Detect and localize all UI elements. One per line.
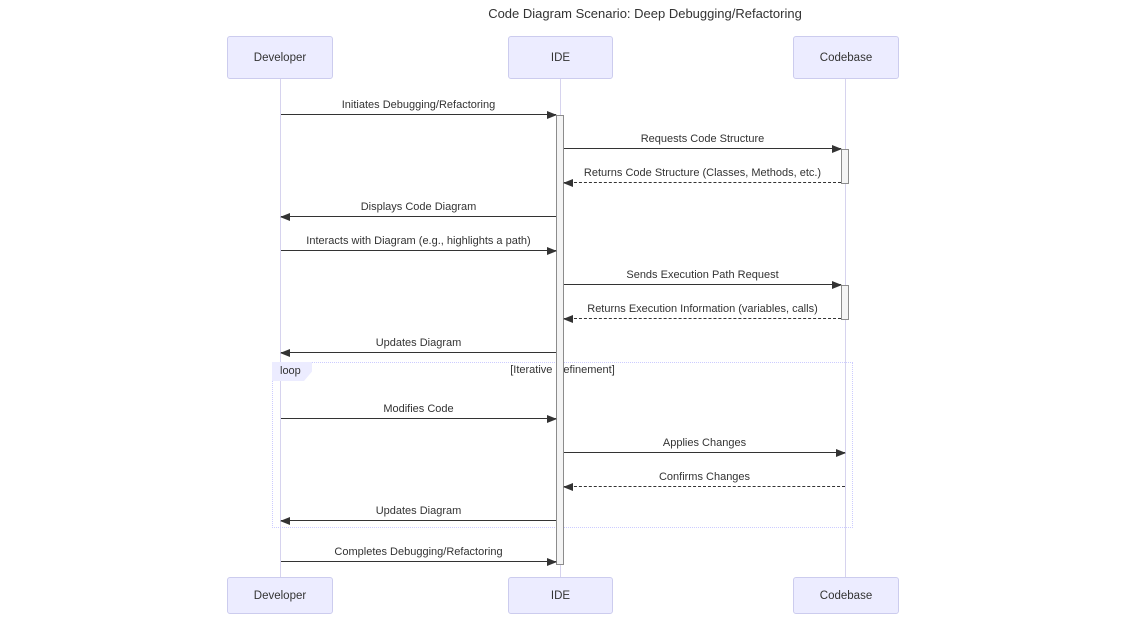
arrow-line xyxy=(564,449,846,457)
message-interacts-with-diagram: Interacts with Diagram (e.g., highlights… xyxy=(281,233,557,255)
arrowhead-right-icon xyxy=(547,247,557,255)
message-initiates-debugging: Initiates Debugging/Refactoring xyxy=(281,97,557,119)
arrow-line xyxy=(280,213,556,221)
actor-ide-bottom: IDE xyxy=(508,577,613,614)
arrowhead-left-icon xyxy=(563,483,573,491)
message-label: Applies Changes xyxy=(662,437,747,449)
arrow-line xyxy=(281,247,557,255)
message-confirms-changes: Confirms Changes xyxy=(563,469,845,491)
activation-bar-codebase-2 xyxy=(841,285,849,320)
arrow-line xyxy=(280,349,556,357)
message-label: Confirms Changes xyxy=(658,471,751,483)
message-label: Displays Code Diagram xyxy=(360,201,477,213)
message-modifies-code: Modifies Code xyxy=(281,401,557,423)
message-label: Initiates Debugging/Refactoring xyxy=(341,99,496,111)
arrow-line xyxy=(280,517,556,525)
message-updates-diagram-1: Updates Diagram xyxy=(280,335,556,357)
arrowhead-right-icon xyxy=(547,558,557,566)
message-label: Interacts with Diagram (e.g., highlights… xyxy=(306,235,531,247)
arrowhead-left-icon xyxy=(280,517,290,525)
message-updates-diagram-2: Updates Diagram xyxy=(280,503,556,525)
message-label: Returns Code Structure (Classes, Methods… xyxy=(583,167,822,179)
arrowhead-right-icon xyxy=(832,281,842,289)
arrowhead-right-icon xyxy=(832,145,842,153)
diagram-title: Code Diagram Scenario: Deep Debugging/Re… xyxy=(488,6,802,21)
message-returns-execution-info: Returns Execution Information (variables… xyxy=(563,301,841,323)
message-label: Updates Diagram xyxy=(375,337,462,349)
arrow-line xyxy=(281,415,557,423)
actor-ide-top: IDE xyxy=(508,36,613,79)
arrowhead-left-icon xyxy=(280,213,290,221)
lifeline-codebase xyxy=(845,79,846,577)
arrow-line-dashed xyxy=(563,179,841,187)
actor-codebase-bottom: Codebase xyxy=(793,577,899,614)
lifeline-developer xyxy=(280,79,281,577)
arrowhead-left-icon xyxy=(563,315,573,323)
arrow-line xyxy=(281,111,557,119)
arrow-line-dashed xyxy=(563,315,841,323)
arrowhead-left-icon xyxy=(563,179,573,187)
arrowhead-right-icon xyxy=(836,449,846,457)
arrowhead-right-icon xyxy=(547,415,557,423)
message-completes-debugging: Completes Debugging/Refactoring xyxy=(281,544,557,566)
arrow-line xyxy=(564,281,842,289)
message-label: Completes Debugging/Refactoring xyxy=(334,546,503,558)
arrowhead-right-icon xyxy=(547,111,557,119)
message-label: Sends Execution Path Request xyxy=(626,269,779,281)
actor-developer-top: Developer xyxy=(227,36,333,79)
message-label: Requests Code Structure xyxy=(640,133,765,145)
message-label: Updates Diagram xyxy=(375,505,462,517)
arrow-line xyxy=(564,145,842,153)
message-displays-code-diagram: Displays Code Diagram xyxy=(280,199,556,221)
activation-bar-codebase-1 xyxy=(841,149,849,184)
message-label: Returns Execution Information (variables… xyxy=(587,303,818,315)
message-applies-changes: Applies Changes xyxy=(564,435,846,457)
arrow-line-dashed xyxy=(563,483,845,491)
message-sends-execution-path: Sends Execution Path Request xyxy=(564,267,842,289)
arrow-line xyxy=(281,558,557,566)
actor-codebase-top: Codebase xyxy=(793,36,899,79)
message-requests-code-structure: Requests Code Structure xyxy=(564,131,842,153)
arrowhead-left-icon xyxy=(280,349,290,357)
actor-developer-bottom: Developer xyxy=(227,577,333,614)
activation-bar-ide xyxy=(556,115,564,565)
message-returns-code-structure: Returns Code Structure (Classes, Methods… xyxy=(563,165,841,187)
message-label: Modifies Code xyxy=(383,403,454,415)
loop-label-tab: loop xyxy=(272,362,312,381)
